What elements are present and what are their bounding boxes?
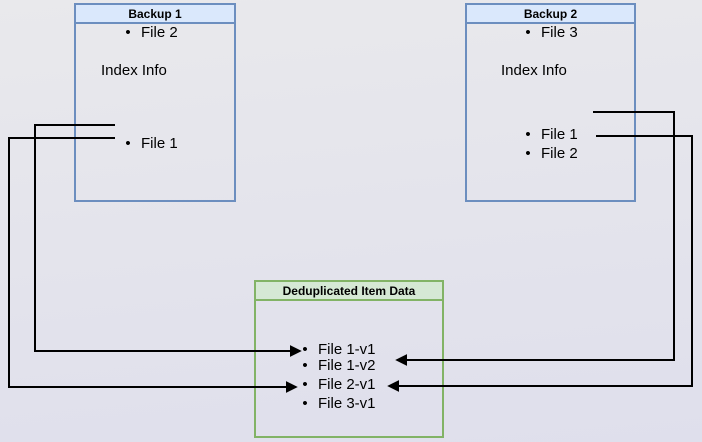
list-item: • File 2-v1 <box>299 376 376 394</box>
backup1-box: Backup 1 Index Info • File 1 • File 2 <box>74 3 236 202</box>
backup2-index-info-label: Index Info <box>501 62 567 79</box>
list-item-label: File 1-v1 <box>318 341 376 358</box>
list-item-label: File 1 <box>541 126 578 143</box>
list-item-label: File 3 <box>541 24 578 41</box>
list-item: • File 3 <box>522 24 578 42</box>
backup1-header: Backup 1 <box>76 5 234 24</box>
list-item: • File 2 <box>122 24 178 42</box>
bullet-marker: • <box>302 376 308 393</box>
list-item-label: File 2 <box>141 24 178 41</box>
deduplicated-item-data-box: Deduplicated Item Data • File 1-v1 • Fil… <box>254 280 444 438</box>
list-item: • File 3-v1 <box>299 395 376 413</box>
list-item: • File 1 <box>122 135 178 153</box>
backup2-header: Backup 2 <box>467 5 634 24</box>
backup1-title: Backup 1 <box>128 6 182 21</box>
list-item-label: File 1 <box>141 135 178 152</box>
bullet-marker: • <box>125 135 131 152</box>
list-item: • File 1-v1 <box>299 341 376 359</box>
backup1-index-info-label: Index Info <box>101 62 167 79</box>
bullet-marker: • <box>525 145 531 162</box>
bullet-marker: • <box>525 126 531 143</box>
bullet-marker: • <box>302 357 308 374</box>
list-item-label: File 1-v2 <box>318 357 376 374</box>
list-item: • File 1 <box>522 126 578 144</box>
dedup-title: Deduplicated Item Data <box>282 283 416 298</box>
list-item-label: File 3-v1 <box>318 395 376 412</box>
bullet-marker: • <box>302 395 308 412</box>
list-item: • File 2 <box>522 145 578 163</box>
backup2-box: Backup 2 Index Info • File 1 • File 2 • … <box>465 3 636 202</box>
list-item-label: File 2 <box>541 145 578 162</box>
bullet-marker: • <box>525 24 531 41</box>
list-item: • File 1-v2 <box>299 357 376 375</box>
list-item-label: File 2-v1 <box>318 376 376 393</box>
dedup-header: Deduplicated Item Data <box>256 282 442 301</box>
backup2-title: Backup 2 <box>523 6 578 21</box>
bullet-marker: • <box>302 341 308 358</box>
bullet-marker: • <box>125 24 131 41</box>
